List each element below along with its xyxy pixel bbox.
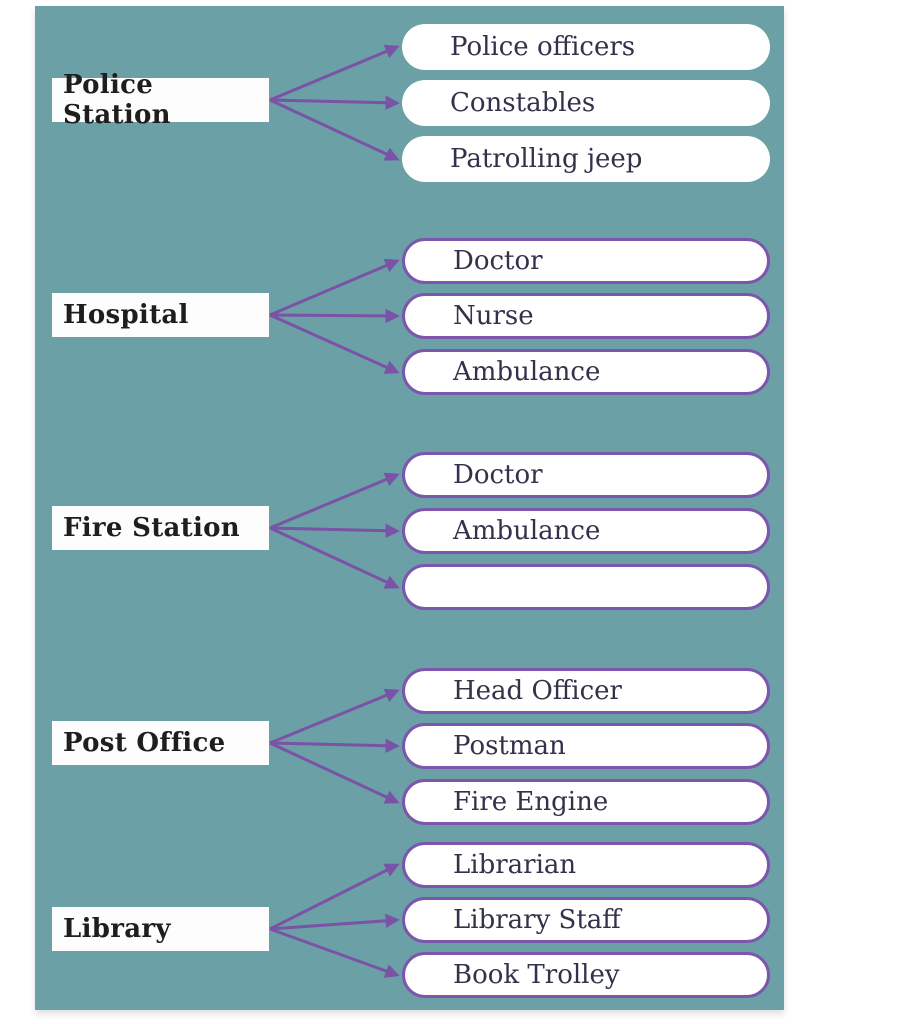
option-pill-text: Fire Engine (453, 787, 609, 817)
place-label-police-station: Police Station (52, 70, 269, 130)
option-pill-text: Nurse (453, 301, 534, 331)
option-pill-text: Library Staff (453, 905, 621, 935)
option-pill-librarian: Librarian (402, 842, 770, 888)
option-pill-nurse: Nurse (402, 293, 770, 339)
option-pill-text: Head Officer (453, 676, 622, 706)
option-pill-ambulance: Ambulance (402, 349, 770, 395)
option-pill-fire-engine: Fire Engine (402, 779, 770, 825)
option-pill-postman: Postman (402, 723, 770, 769)
option-pill-text: Doctor (453, 460, 543, 490)
option-pill-text: Doctor (453, 246, 543, 276)
option-pill-library-staff: Library Staff (402, 897, 770, 943)
option-pill-text: Postman (453, 731, 566, 761)
option-pill-text: Constables (450, 88, 596, 118)
option-pill-book-trolley: Book Trolley (402, 952, 770, 998)
option-pill-text: Ambulance (453, 357, 601, 387)
option-pill-doctor: Doctor (402, 238, 770, 284)
place-label-text: Police Station (63, 70, 171, 130)
place-label-post-office: Post Office (52, 721, 269, 765)
option-pill-police-officers: Police officers (402, 24, 770, 70)
option-pill-empty (402, 564, 770, 610)
option-pill-text: Ambulance (453, 516, 601, 546)
option-pill-text: Police officers (450, 32, 636, 62)
place-label-fire-station: Fire Station (52, 506, 269, 550)
option-pill-doctor: Doctor (402, 452, 770, 498)
place-label-text: Post Office (63, 728, 226, 758)
option-pill-text: Patrolling jeep (450, 144, 643, 174)
place-label-text: Hospital (63, 300, 189, 330)
option-pill-text: Book Trolley (453, 960, 620, 990)
option-pill-text: Librarian (453, 850, 577, 880)
option-pill-ambulance: Ambulance (402, 508, 770, 554)
place-label-library: Library (52, 907, 269, 951)
place-label-text: Library (63, 914, 171, 944)
place-label-text: Fire Station (63, 513, 240, 543)
place-label-hospital: Hospital (52, 293, 269, 337)
option-pill-head-officer: Head Officer (402, 668, 770, 714)
option-pill-constables: Constables (402, 80, 770, 126)
option-pill-patrolling-jeep: Patrolling jeep (402, 136, 770, 182)
